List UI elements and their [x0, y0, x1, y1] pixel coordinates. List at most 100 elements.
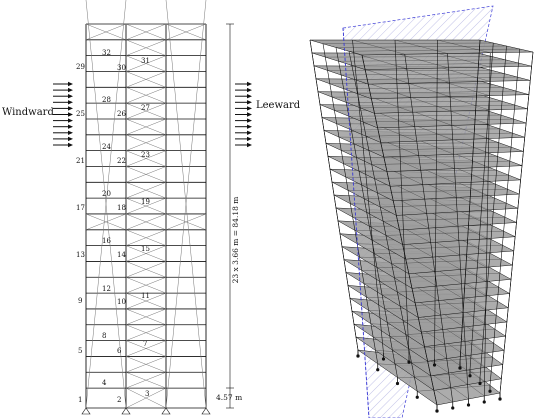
- model-support-node: [466, 403, 471, 407]
- model-support-node: [451, 406, 455, 410]
- slab-gridline: [368, 146, 512, 151]
- height-dimension-label: 23 x 3.66 m = 84.18 m: [231, 197, 240, 284]
- base-dimension-label: 4.57 m: [216, 393, 242, 402]
- slab-gridline: [417, 385, 491, 392]
- wind-plane-edge: [342, 27, 370, 418]
- x-brace: [125, 71, 167, 88]
- model-column: [335, 47, 398, 378]
- x-brace: [125, 245, 167, 262]
- x-brace: [125, 356, 167, 373]
- floor-label-28: 28: [102, 96, 111, 104]
- slab-gridline: [437, 39, 491, 53]
- x-brace: [125, 87, 167, 104]
- wind-arrowhead: [68, 142, 73, 148]
- belt-brace: [85, 0, 127, 409]
- slab-gridline: [377, 188, 508, 194]
- pin-support: [161, 407, 171, 415]
- model-column: [361, 54, 438, 406]
- leeward-load-arrows: [235, 81, 252, 148]
- wind-arrowhead: [68, 112, 73, 117]
- slab-gridline: [371, 160, 510, 165]
- floor-label-30: 30: [117, 64, 126, 72]
- wind-arrowhead: [68, 130, 73, 135]
- wind-arrowhead: [247, 87, 252, 93]
- slab-gridline: [354, 76, 518, 80]
- model-support-node: [468, 374, 472, 378]
- slab-gridline: [351, 128, 500, 131]
- belt-brace: [85, 23, 127, 41]
- model-support-node: [488, 389, 492, 393]
- floor-label-11: 11: [141, 292, 150, 300]
- wind-arrowhead: [68, 94, 73, 99]
- floor-label-27: 27: [141, 104, 150, 112]
- x-brace: [125, 308, 167, 326]
- model-column: [394, 39, 410, 357]
- floor-label-5: 5: [78, 347, 82, 355]
- model-column: [322, 43, 379, 364]
- wind-arrowhead: [247, 130, 252, 135]
- wind-arrowhead: [247, 136, 252, 142]
- x-brace: [125, 182, 167, 199]
- model-column: [348, 51, 418, 392]
- floor-label-16: 16: [102, 237, 111, 245]
- wind-arrowhead: [247, 142, 252, 148]
- floor-label-32: 32: [102, 49, 111, 57]
- wind-arrowhead: [68, 136, 73, 142]
- slab-gridline: [391, 259, 502, 264]
- slab-gridline: [397, 287, 499, 293]
- wind-arrowhead: [247, 112, 252, 117]
- model-column: [483, 52, 491, 397]
- floor-label-26: 26: [117, 110, 126, 118]
- slab-gridline: [411, 357, 493, 364]
- x-brace: [125, 102, 167, 120]
- x-brace: [125, 166, 167, 183]
- floor-label-4: 4: [102, 379, 107, 387]
- slab-gridline: [400, 301, 498, 307]
- floor-label-23: 23: [141, 151, 150, 159]
- pin-support: [201, 407, 211, 415]
- floor-label-17: 17: [76, 204, 85, 212]
- floor-label-19: 19: [141, 198, 150, 206]
- slab-gridline: [437, 66, 490, 82]
- slab-gridline: [335, 45, 507, 48]
- slab-gridline: [348, 48, 520, 52]
- slab-gridline: [414, 371, 492, 378]
- x-brace: [125, 372, 167, 389]
- 3d-building-model: [309, 5, 534, 418]
- belt-brace: [165, 0, 207, 409]
- wind-arrowhead: [247, 124, 252, 129]
- model-support-node: [356, 354, 360, 358]
- slab-gridline: [385, 231, 504, 236]
- belt-brace: [165, 213, 207, 231]
- floor-label-22: 22: [117, 157, 126, 165]
- floor-label-25: 25: [76, 110, 85, 118]
- floor-label-2: 2: [117, 396, 121, 404]
- x-brace: [125, 150, 167, 167]
- model-column: [447, 53, 469, 400]
- floor-label-20: 20: [102, 190, 111, 198]
- slab-gridline: [437, 53, 491, 68]
- floor-label-14: 14: [117, 251, 126, 259]
- leeward-label: Leeward: [256, 100, 301, 111]
- wind-arrowhead: [247, 106, 252, 111]
- floor-label-9: 9: [78, 297, 82, 305]
- x-brace: [125, 261, 167, 278]
- belt-brace: [165, 23, 207, 41]
- x-brace: [125, 197, 167, 215]
- pin-support: [121, 407, 131, 415]
- belt-brace: [85, 213, 127, 231]
- floor-number-labels: 1 5 9 13 17 21 25 29 4 8 12 16 20 24 28 …: [76, 49, 150, 404]
- dimension-lines: 23 x 3.66 m = 84.18 m 4.57 m: [216, 23, 242, 409]
- wind-arrowhead: [68, 124, 73, 129]
- slab-gridline: [363, 118, 514, 123]
- slab-gridline: [380, 202, 507, 208]
- model-support-node: [478, 381, 482, 386]
- x-brace: [125, 277, 167, 294]
- slab-gridline: [374, 174, 509, 179]
- wind-arrowhead: [68, 87, 73, 93]
- elevation-frame: 1 5 9 13 17 21 25 29 4 8 12 16 20 24 28 …: [76, 0, 211, 415]
- slab-gridline: [405, 329, 495, 335]
- x-brace: [125, 118, 167, 136]
- model-column: [404, 54, 454, 403]
- x-brace: [125, 292, 167, 310]
